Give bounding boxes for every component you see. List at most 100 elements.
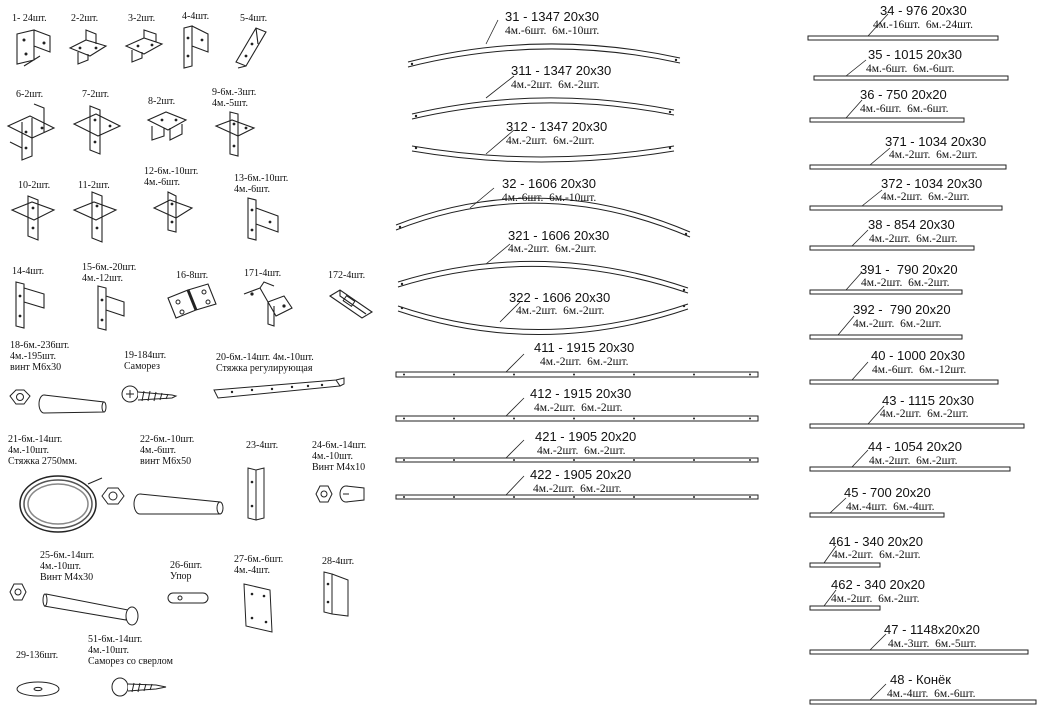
- bracket-10-drawing: [10, 195, 56, 241]
- part-26-label: 26-6шт. Упор: [170, 560, 203, 582]
- arc-31-title: 31 - 1347 20x30: [505, 9, 599, 24]
- arc-322-qty: 4м.-2шт. 6м.-2шт.: [516, 305, 605, 317]
- bolt-25-drawing: [9, 583, 139, 626]
- part-6-label: 6-2шт.: [16, 89, 44, 100]
- bracket-8-drawing: [146, 111, 188, 141]
- bar-44-qty: 4м.-2шт. 6м.-2шт.: [869, 455, 958, 467]
- arc-312-qty: 4м.-2шт. 6м.-2шт.: [506, 135, 595, 147]
- bracket-11-drawing: [72, 191, 118, 243]
- bracket-2-drawing: [68, 29, 108, 65]
- part-3-label: 3-2шт.: [128, 13, 156, 24]
- bar-391-title: 391 - 790 20x20: [860, 262, 958, 277]
- bar-47-qty: 4м.-3шт. 6м.-5шт.: [888, 638, 977, 650]
- stop-26-drawing: [167, 592, 209, 604]
- arc-312-title: 312 - 1347 20x30: [506, 119, 608, 134]
- part-18-label: 18-6м.-236шт. 4м.-195шт. винт М6х30: [10, 340, 70, 373]
- part-20-label: 20-6м.-14шт. 4м.-10шт. Стяжка регулирующ…: [216, 352, 314, 374]
- bar-34-title: 34 - 976 20x30: [880, 3, 967, 18]
- bar-371-qty: 4м.-2шт. 6м.-2шт.: [889, 149, 978, 161]
- arc-321-qty: 4м.-2шт. 6м.-2шт.: [508, 243, 597, 255]
- part-10-label: 10-2шт.: [18, 180, 51, 191]
- bar-461-title: 461 - 340 20x20: [829, 534, 923, 549]
- part-25-label: 25-6м.-14шт. 4м.-10шт. Винт М4х30: [40, 550, 95, 583]
- bar-43-qty: 4м.-2шт. 6м.-2шт.: [880, 408, 969, 420]
- part-14-label: 14-4шт.: [12, 266, 45, 277]
- arc-321-title: 321 - 1606 20x30: [508, 228, 610, 243]
- bar-45-title: 45 - 700 20x20: [844, 485, 931, 500]
- straight-bars-middle-drawing: [395, 353, 759, 500]
- bar-40-title: 40 - 1000 20x30: [871, 348, 965, 363]
- angle-23-drawing: [247, 467, 265, 521]
- hinge-16-drawing: [167, 283, 217, 319]
- bracket-5-drawing: [235, 27, 267, 69]
- arc-profiles-drawing: [395, 19, 691, 335]
- bracket-7-drawing: [72, 105, 122, 155]
- angle-28-drawing: [323, 571, 349, 617]
- bar-462-qty: 4м.-2шт. 6м.-2шт.: [831, 593, 920, 605]
- bracket-3-drawing: [124, 29, 164, 63]
- part-24-label: 24-6м.-14шт. 4м.-10шт. Винт М4х10: [312, 440, 367, 473]
- bar-35-title: 35 - 1015 20x30: [868, 47, 962, 62]
- part-5-label: 5-4шт.: [240, 13, 268, 24]
- clamp-171-drawing: [243, 281, 293, 327]
- part-21-label: 21-6м.-14шт. 4м.-10шт. Стяжка 2750мм.: [8, 434, 78, 467]
- part-4-label: 4-4шт.: [182, 11, 210, 22]
- part-29-label: 29-136шт.: [16, 650, 59, 661]
- part-13-label: 13-6м.-10шт. 4м.-6шт.: [234, 173, 289, 195]
- bar-48-title: 48 - Конёк: [890, 672, 951, 687]
- arc-311-qty: 4м.-2шт. 6м.-2шт.: [511, 79, 600, 91]
- part-171-label: 171-4шт.: [244, 268, 282, 279]
- part-1-label: 1- 24шт.: [12, 13, 47, 24]
- bar-372-title: 372 - 1034 20x30: [881, 176, 983, 191]
- part-27-label: 27-6м.-6шт. 4м.-4шт.: [234, 554, 284, 576]
- screw-19-drawing: [121, 385, 178, 403]
- arc-31-qty: 4м.-6шт. 6м.-10шт.: [505, 25, 600, 37]
- bar-411-qty: 4м.-2шт. 6м.-2шт.: [540, 356, 629, 368]
- bar-45-qty: 4м.-4шт. 6м.-4шт.: [846, 501, 935, 513]
- part-51-label: 51-6м.-14шт. 4м.-10шт. Саморез со сверло…: [88, 634, 173, 667]
- bar-421-title: 421 - 1905 20x20: [535, 429, 637, 444]
- coil-21-drawing: [19, 475, 103, 533]
- plate-27-drawing: [243, 583, 273, 633]
- drill-screw-51-drawing: [111, 677, 167, 697]
- bar-392-title: 392 - 790 20x20: [853, 302, 951, 317]
- bracket-1-drawing: [16, 29, 51, 67]
- bar-43-title: 43 - 1115 20x30: [882, 393, 975, 408]
- bar-48-qty: 4м.-4шт. 6м.-6шт.: [887, 688, 976, 700]
- bracket-15-drawing: [97, 285, 125, 331]
- bracket-4-drawing: [183, 25, 209, 69]
- part-11-label: 11-2шт.: [78, 180, 110, 191]
- part-22-label: 22-6м.-10шт. 4м.-6шт. винт М6х50: [140, 434, 195, 467]
- part-12-label: 12-6м.-10шт. 4м.-6шт.: [144, 166, 199, 188]
- tension-tie-20-drawing: [213, 377, 345, 399]
- bracket-12-drawing: [152, 191, 194, 233]
- bar-34-qty: 4м.-16шт. 6м.-24шт.: [873, 19, 973, 31]
- part-19-label: 19-184шт. Саморез: [124, 350, 167, 372]
- bar-421-qty: 4м.-2шт. 6м.-2шт.: [537, 445, 626, 457]
- part-172-label: 172-4шт.: [328, 270, 366, 281]
- bar-392-qty: 4м.-2шт. 6м.-2шт.: [853, 318, 942, 330]
- bar-36-title: 36 - 750 20x20: [860, 87, 947, 102]
- clamp-172-drawing: [328, 289, 374, 319]
- bar-391-qty: 4м.-2шт. 6м.-2шт.: [861, 277, 950, 289]
- part-7-label: 7-2шт.: [82, 89, 110, 100]
- bar-40-qty: 4м.-6шт. 6м.-12шт.: [872, 364, 967, 376]
- bar-412-qty: 4м.-2шт. 6м.-2шт.: [534, 402, 623, 414]
- arc-322-title: 322 - 1606 20x30: [509, 290, 611, 305]
- part-9-label: 9-6м.-3шт. 4м.-5шт.: [212, 87, 257, 109]
- bar-36-qty: 4м.-6шт. 6м.-6шт.: [860, 103, 949, 115]
- bar-461-qty: 4м.-2шт. 6м.-2шт.: [832, 549, 921, 561]
- arc-32-title: 32 - 1606 20x30: [502, 176, 596, 191]
- bar-371-title: 371 - 1034 20x30: [885, 134, 987, 149]
- bolt-22-drawing: [101, 487, 224, 515]
- arc-311-title: 311 - 1347 20x30: [511, 63, 612, 78]
- bar-411-title: 411 - 1915 20x30: [534, 340, 635, 355]
- bolt-24-drawing: [315, 485, 365, 503]
- bar-372-qty: 4м.-2шт. 6м.-2шт.: [881, 191, 970, 203]
- straight-bars-right-drawing: [807, 13, 1037, 705]
- bar-44-title: 44 - 1054 20x20: [868, 439, 962, 454]
- bar-35-qty: 4м.-6шт. 6м.-6шт.: [866, 63, 955, 75]
- bar-462-title: 462 - 340 20x20: [831, 577, 925, 592]
- arc-32-qty: 4м.-6шт. 6м.-10шт.: [502, 192, 597, 204]
